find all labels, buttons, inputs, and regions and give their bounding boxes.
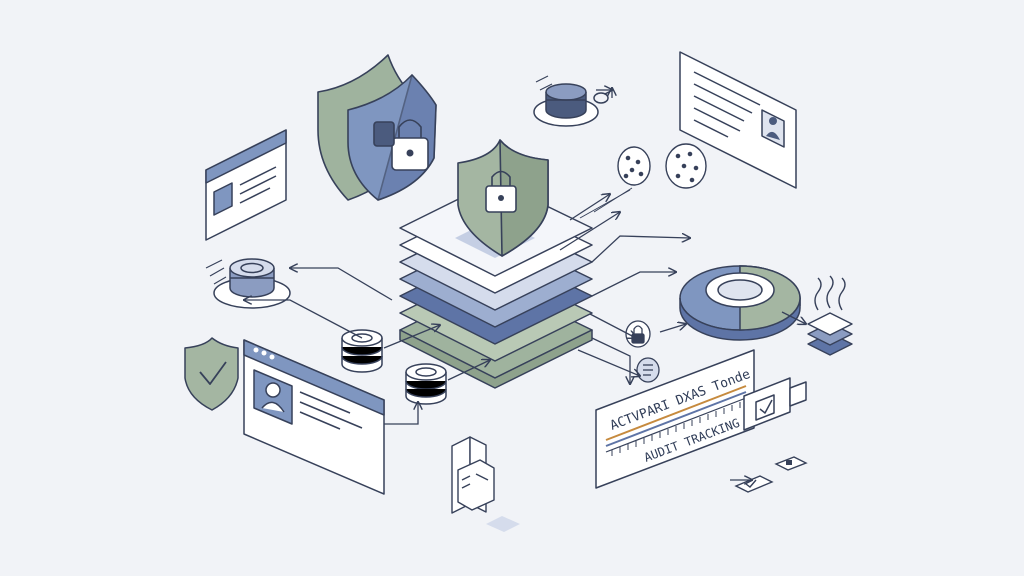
hot-layers-icon — [807, 275, 853, 356]
flow-arrows — [244, 88, 806, 480]
large-shield-lock-icon — [317, 54, 437, 201]
database-icon-lower — [405, 363, 447, 405]
small-check-box-icon — [734, 475, 774, 493]
motion-lines — [205, 75, 553, 285]
check-shield-icon — [184, 337, 239, 411]
user-profile-window — [243, 339, 385, 495]
document-card-icon — [679, 51, 797, 189]
small-toggle-icon — [774, 456, 808, 471]
donut-ring-icon — [679, 265, 801, 341]
floor-shadow — [486, 516, 520, 532]
center-shield-lock-icon — [457, 139, 549, 257]
database-icon-mid — [341, 329, 383, 373]
list-badge-icon — [636, 357, 660, 383]
browser-window-left — [205, 129, 287, 241]
data-token-icons — [617, 143, 707, 189]
server-tower-icon — [451, 436, 495, 514]
checkbox-card-icon — [743, 377, 807, 431]
audit-tracking-card — [595, 349, 755, 489]
database-icon-top — [533, 83, 609, 127]
